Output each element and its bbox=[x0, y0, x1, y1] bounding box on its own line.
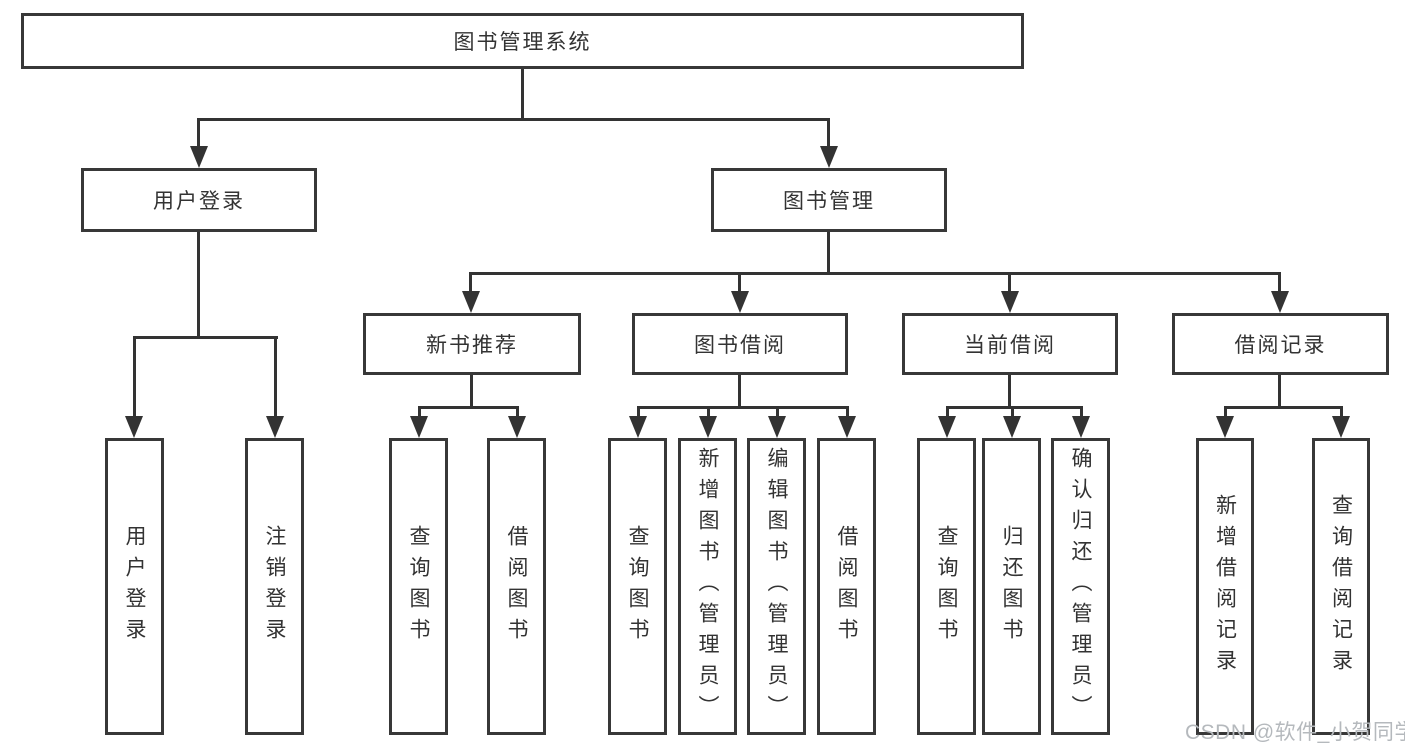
node-leaf-logout-label: 注销登录 bbox=[263, 524, 286, 649]
node-bb-borrow-book: 借阅图书 bbox=[817, 438, 876, 735]
node-borrow-record-label: 借阅记录 bbox=[1234, 334, 1327, 357]
edge-rec-stem bbox=[470, 375, 473, 406]
node-bb-edit-book-label: 编辑图书（管理员） bbox=[765, 447, 788, 726]
node-rec-query-book: 查询图书 bbox=[389, 438, 448, 735]
edge-userlogin-drop-2 bbox=[274, 336, 277, 416]
node-cb-confirm-return-label: 确认归还（管理员） bbox=[1069, 447, 1092, 726]
node-cb-query-book-label: 查询图书 bbox=[935, 524, 958, 649]
edge-bookmgmt-stem bbox=[827, 232, 830, 272]
edge-cb-stem bbox=[1008, 375, 1011, 406]
arrow-down-icon bbox=[125, 416, 143, 438]
edge-bb-drop-1 bbox=[637, 406, 640, 416]
edge-bb-drop-4 bbox=[846, 406, 849, 416]
arrow-down-icon bbox=[1216, 416, 1234, 438]
node-br-query-record-label: 查询借阅记录 bbox=[1329, 493, 1353, 680]
edge-rec-hbar bbox=[418, 406, 518, 409]
arrow-down-icon bbox=[462, 291, 480, 313]
edge-cb-hbar bbox=[946, 406, 1082, 409]
edge-root-drop-right bbox=[827, 118, 830, 146]
node-br-add-record-label: 新增借阅记录 bbox=[1213, 493, 1237, 680]
arrow-down-icon bbox=[410, 416, 428, 438]
arrow-down-icon bbox=[699, 416, 717, 438]
node-current-borrow: 当前借阅 bbox=[902, 313, 1118, 375]
edge-bookmgmt-drop-2 bbox=[738, 272, 741, 291]
arrow-down-icon bbox=[190, 146, 208, 168]
node-bb-add-book-label: 新增图书（管理员） bbox=[696, 447, 719, 726]
arrow-down-icon bbox=[731, 291, 749, 313]
node-rec-borrow-book: 借阅图书 bbox=[487, 438, 546, 735]
edge-bookmgmt-drop-4 bbox=[1278, 272, 1281, 291]
arrow-down-icon bbox=[266, 416, 284, 438]
node-rec-borrow-book-label: 借阅图书 bbox=[505, 524, 528, 649]
edge-userlogin-drop-1 bbox=[133, 336, 136, 416]
edge-bookmgmt-drop-3 bbox=[1008, 272, 1011, 291]
edge-br-drop-2 bbox=[1340, 406, 1343, 416]
node-cb-return-book-label: 归还图书 bbox=[1000, 524, 1023, 649]
arrow-down-icon bbox=[1332, 416, 1350, 438]
edge-rec-drop-2 bbox=[516, 406, 519, 416]
node-cb-return-book: 归还图书 bbox=[982, 438, 1041, 735]
node-borrow-record: 借阅记录 bbox=[1172, 313, 1389, 375]
arrow-down-icon bbox=[938, 416, 956, 438]
edge-cb-drop-1 bbox=[946, 406, 949, 416]
edge-bb-hbar bbox=[637, 406, 848, 409]
node-br-add-record: 新增借阅记录 bbox=[1196, 438, 1254, 735]
node-br-query-record: 查询借阅记录 bbox=[1312, 438, 1370, 735]
edge-root-hbar bbox=[197, 118, 830, 121]
node-book-borrow: 图书借阅 bbox=[632, 313, 848, 375]
node-user-login-label: 用户登录 bbox=[153, 190, 245, 213]
arrow-down-icon bbox=[838, 416, 856, 438]
node-leaf-logout: 注销登录 bbox=[245, 438, 304, 735]
arrow-down-icon bbox=[820, 146, 838, 168]
edge-bb-drop-3 bbox=[776, 406, 779, 416]
edge-bookmgmt-drop-1 bbox=[469, 272, 472, 291]
edge-bb-drop-2 bbox=[707, 406, 710, 416]
edge-userlogin-stem bbox=[197, 232, 200, 336]
edge-br-stem bbox=[1278, 375, 1281, 406]
arrow-down-icon bbox=[1003, 416, 1021, 438]
arrow-down-icon bbox=[508, 416, 526, 438]
node-book-mgmt-label: 图书管理 bbox=[783, 190, 875, 213]
node-root: 图书管理系统 bbox=[21, 13, 1024, 69]
node-cb-confirm-return: 确认归还（管理员） bbox=[1051, 438, 1110, 735]
arrow-down-icon bbox=[1072, 416, 1090, 438]
node-cb-query-book: 查询图书 bbox=[917, 438, 976, 735]
node-bb-edit-book: 编辑图书（管理员） bbox=[747, 438, 806, 735]
arrow-down-icon bbox=[1001, 291, 1019, 313]
node-bb-borrow-book-label: 借阅图书 bbox=[835, 524, 858, 649]
node-book-borrow-label: 图书借阅 bbox=[694, 334, 786, 357]
edge-bookmgmt-hbar bbox=[469, 272, 1281, 275]
edge-root-stem bbox=[521, 69, 524, 119]
node-new-book-rec-label: 新书推荐 bbox=[426, 334, 518, 357]
node-bb-add-book: 新增图书（管理员） bbox=[678, 438, 737, 735]
arrow-down-icon bbox=[1271, 291, 1289, 313]
edge-cb-drop-2 bbox=[1011, 406, 1014, 416]
node-bb-query-book-label: 查询图书 bbox=[626, 524, 649, 649]
node-leaf-user-login: 用户登录 bbox=[105, 438, 164, 735]
edge-br-hbar bbox=[1224, 406, 1341, 409]
edge-userlogin-hbar bbox=[133, 336, 278, 339]
node-book-mgmt: 图书管理 bbox=[711, 168, 947, 232]
node-new-book-rec: 新书推荐 bbox=[363, 313, 581, 375]
node-leaf-user-login-label: 用户登录 bbox=[123, 524, 146, 649]
node-root-label: 图书管理系统 bbox=[453, 31, 592, 54]
watermark-text: CSDN @软件_小贺同学 bbox=[1185, 721, 1405, 744]
arrow-down-icon bbox=[629, 416, 647, 438]
edge-rec-drop-1 bbox=[418, 406, 421, 416]
node-current-borrow-label: 当前借阅 bbox=[964, 334, 1056, 357]
edge-root-drop-left bbox=[197, 118, 200, 146]
node-bb-query-book: 查询图书 bbox=[608, 438, 667, 735]
edge-cb-drop-3 bbox=[1080, 406, 1083, 416]
arrow-down-icon bbox=[768, 416, 786, 438]
edge-bb-stem bbox=[738, 375, 741, 406]
edge-br-drop-1 bbox=[1224, 406, 1227, 416]
node-user-login: 用户登录 bbox=[81, 168, 317, 232]
node-rec-query-book-label: 查询图书 bbox=[407, 524, 430, 649]
